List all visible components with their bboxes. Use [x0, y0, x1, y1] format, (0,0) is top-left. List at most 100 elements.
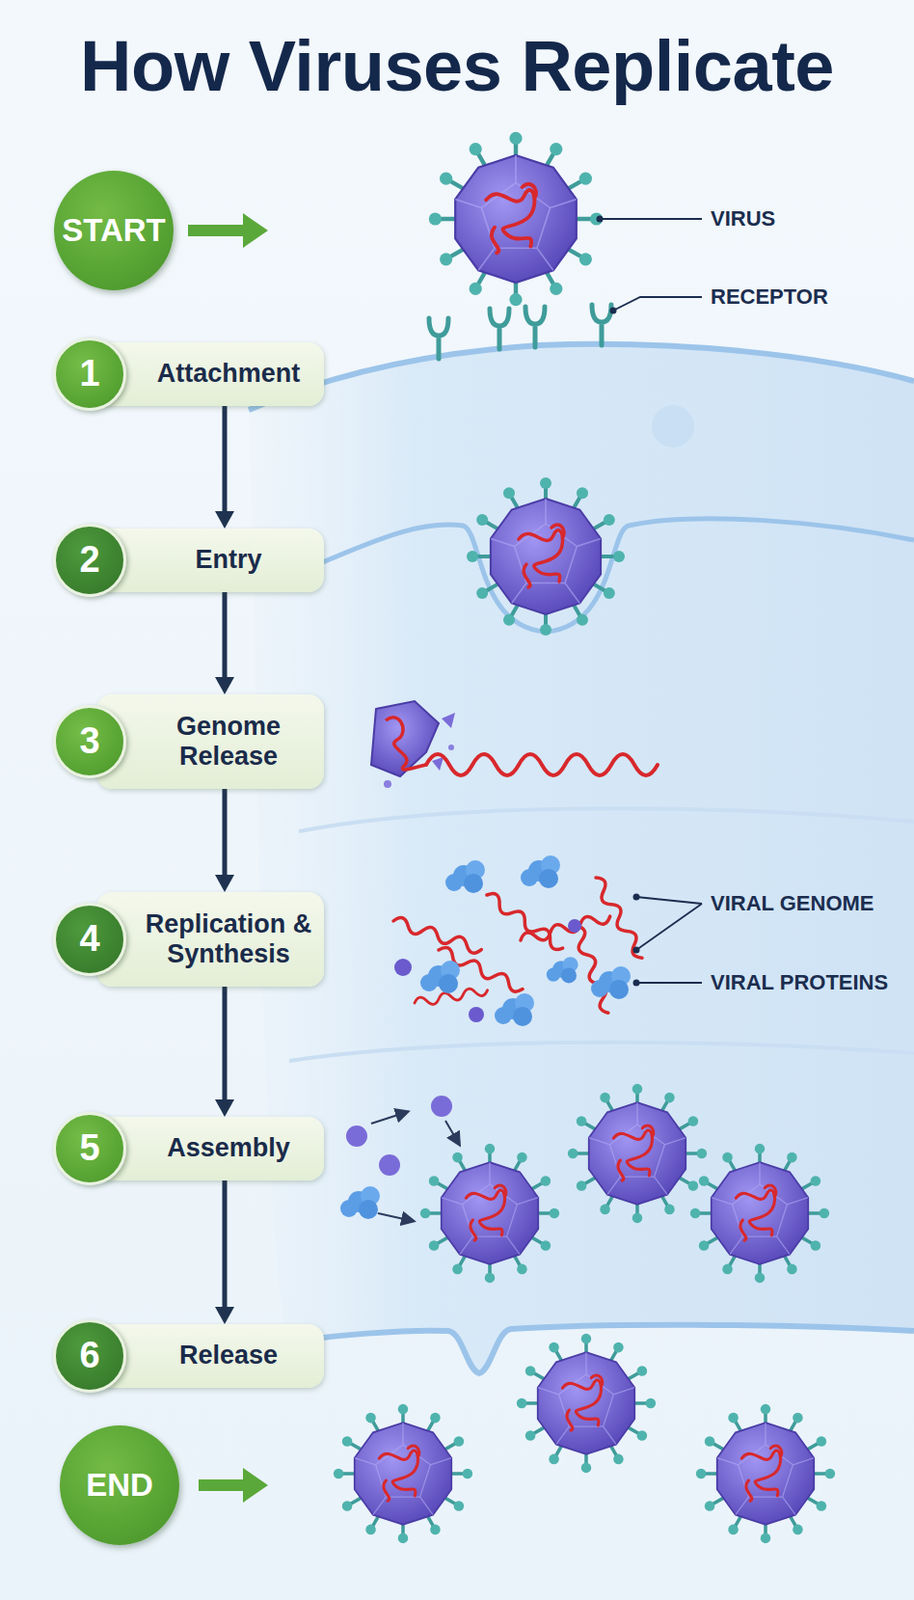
- genome-copy: [591, 874, 647, 961]
- step-number: 5: [53, 1111, 127, 1185]
- capsid-fragment: [383, 779, 392, 788]
- section-band: [298, 807, 914, 832]
- receptor: [429, 318, 449, 359]
- step-box: Assembly5: [96, 1116, 324, 1181]
- node-text: START: [61, 212, 166, 249]
- protein-blob: [591, 966, 631, 999]
- genome-copy: [483, 889, 567, 953]
- step-box: Release6: [96, 1323, 324, 1388]
- arrow-head: [215, 510, 235, 529]
- virus: [690, 1143, 830, 1283]
- protein-dot: [567, 918, 582, 933]
- flow-arrow: [215, 591, 235, 695]
- arrow-head: [215, 1306, 235, 1324]
- protein-blob: [420, 960, 460, 994]
- capsid-fragment: [441, 712, 456, 728]
- leader-line: [636, 981, 702, 984]
- virus: [567, 1083, 707, 1223]
- protein-blob: [340, 1185, 380, 1219]
- step-number: 3: [53, 704, 127, 779]
- protein-blob: [445, 860, 485, 893]
- part-label: VIRAL GENOME: [710, 889, 875, 917]
- part-label: RECEPTOR: [710, 283, 829, 311]
- node-text: Attachment: [157, 358, 301, 389]
- step-number: 4: [53, 902, 127, 976]
- diagram-title: How Viruses Replicate: [0, 26, 914, 106]
- assembly-arrow: [445, 1120, 459, 1144]
- section-band: [289, 1042, 914, 1061]
- assembly-arrow: [377, 1212, 413, 1221]
- leader-line: [636, 896, 702, 904]
- step-number: 2: [53, 523, 127, 597]
- arrow-shaft: [222, 788, 228, 879]
- cell-body: [248, 344, 914, 1373]
- step-box: Entry2: [96, 528, 324, 592]
- virus: [420, 1143, 560, 1283]
- node-text: 1: [79, 352, 100, 396]
- arrow-head: [215, 1099, 235, 1117]
- endocytic-pit: [318, 518, 914, 632]
- leader-dots: [596, 215, 641, 987]
- arrow-head: [215, 874, 235, 892]
- node-text: 6: [79, 1334, 100, 1377]
- receptor: [525, 306, 545, 348]
- receptor: [489, 308, 510, 350]
- node-text: Assembly: [166, 1132, 291, 1163]
- arrow-shaft: [222, 1180, 228, 1311]
- capsid-fragment: [448, 744, 455, 751]
- genome-copy: [570, 923, 614, 1015]
- node-text: Entry: [194, 544, 262, 575]
- step-number: 6: [53, 1318, 127, 1393]
- flow-arrow: [215, 986, 235, 1117]
- leader-line: [636, 903, 702, 950]
- step-box: Attachment1: [96, 342, 324, 406]
- terminal-circle: END: [59, 1424, 180, 1545]
- leader-lines: [599, 218, 702, 983]
- receptor: [591, 304, 612, 346]
- virus: [429, 132, 603, 306]
- protein-dot: [394, 958, 412, 976]
- part-label: VIRAL PROTEINS: [710, 968, 888, 996]
- flow-arrow: [215, 788, 235, 892]
- virus: [516, 1333, 656, 1473]
- terminal-circle: START: [53, 170, 174, 291]
- capsid-protein: [378, 1154, 401, 1176]
- capsid-protein: [346, 1125, 368, 1147]
- receptors: [429, 304, 612, 359]
- node-text: 5: [79, 1127, 100, 1170]
- broken-capsid: [371, 700, 456, 788]
- flow-arrow: [215, 1180, 235, 1324]
- step-box: Genome Release3: [96, 694, 324, 789]
- step-number: 1: [53, 337, 127, 411]
- flow-arrow: [215, 405, 235, 529]
- protein-blob: [494, 993, 535, 1026]
- virus: [466, 477, 625, 636]
- step-box: Replication & Synthesis4: [96, 891, 324, 987]
- node-text: 2: [79, 538, 100, 582]
- node-text: Genome Release: [138, 711, 319, 772]
- node-text: 3: [79, 720, 100, 763]
- capsid-fragment: [371, 700, 439, 777]
- arrow-shaft: [222, 591, 228, 681]
- node-text: END: [85, 1466, 154, 1504]
- node-text: 4: [79, 917, 100, 961]
- leader-line: [599, 217, 702, 220]
- vesicle: [651, 404, 695, 448]
- protein-blob: [546, 956, 579, 983]
- capsid-fragment: [431, 756, 444, 771]
- protein-blob: [520, 855, 561, 888]
- viral-genome: [385, 717, 427, 770]
- virus: [696, 1403, 835, 1543]
- arrow-shaft: [222, 405, 228, 515]
- assembly-arrow: [371, 1111, 407, 1124]
- virus: [333, 1403, 473, 1543]
- leader-line: [613, 296, 702, 311]
- part-label: VIRUS: [710, 205, 776, 233]
- arrow-head: [215, 676, 235, 695]
- end-arrow: [198, 1467, 269, 1503]
- capsid-protein: [430, 1095, 453, 1117]
- start-arrow: [188, 213, 269, 248]
- viral-genome: [426, 753, 658, 776]
- node-text: Replication & Synthesis: [138, 909, 319, 969]
